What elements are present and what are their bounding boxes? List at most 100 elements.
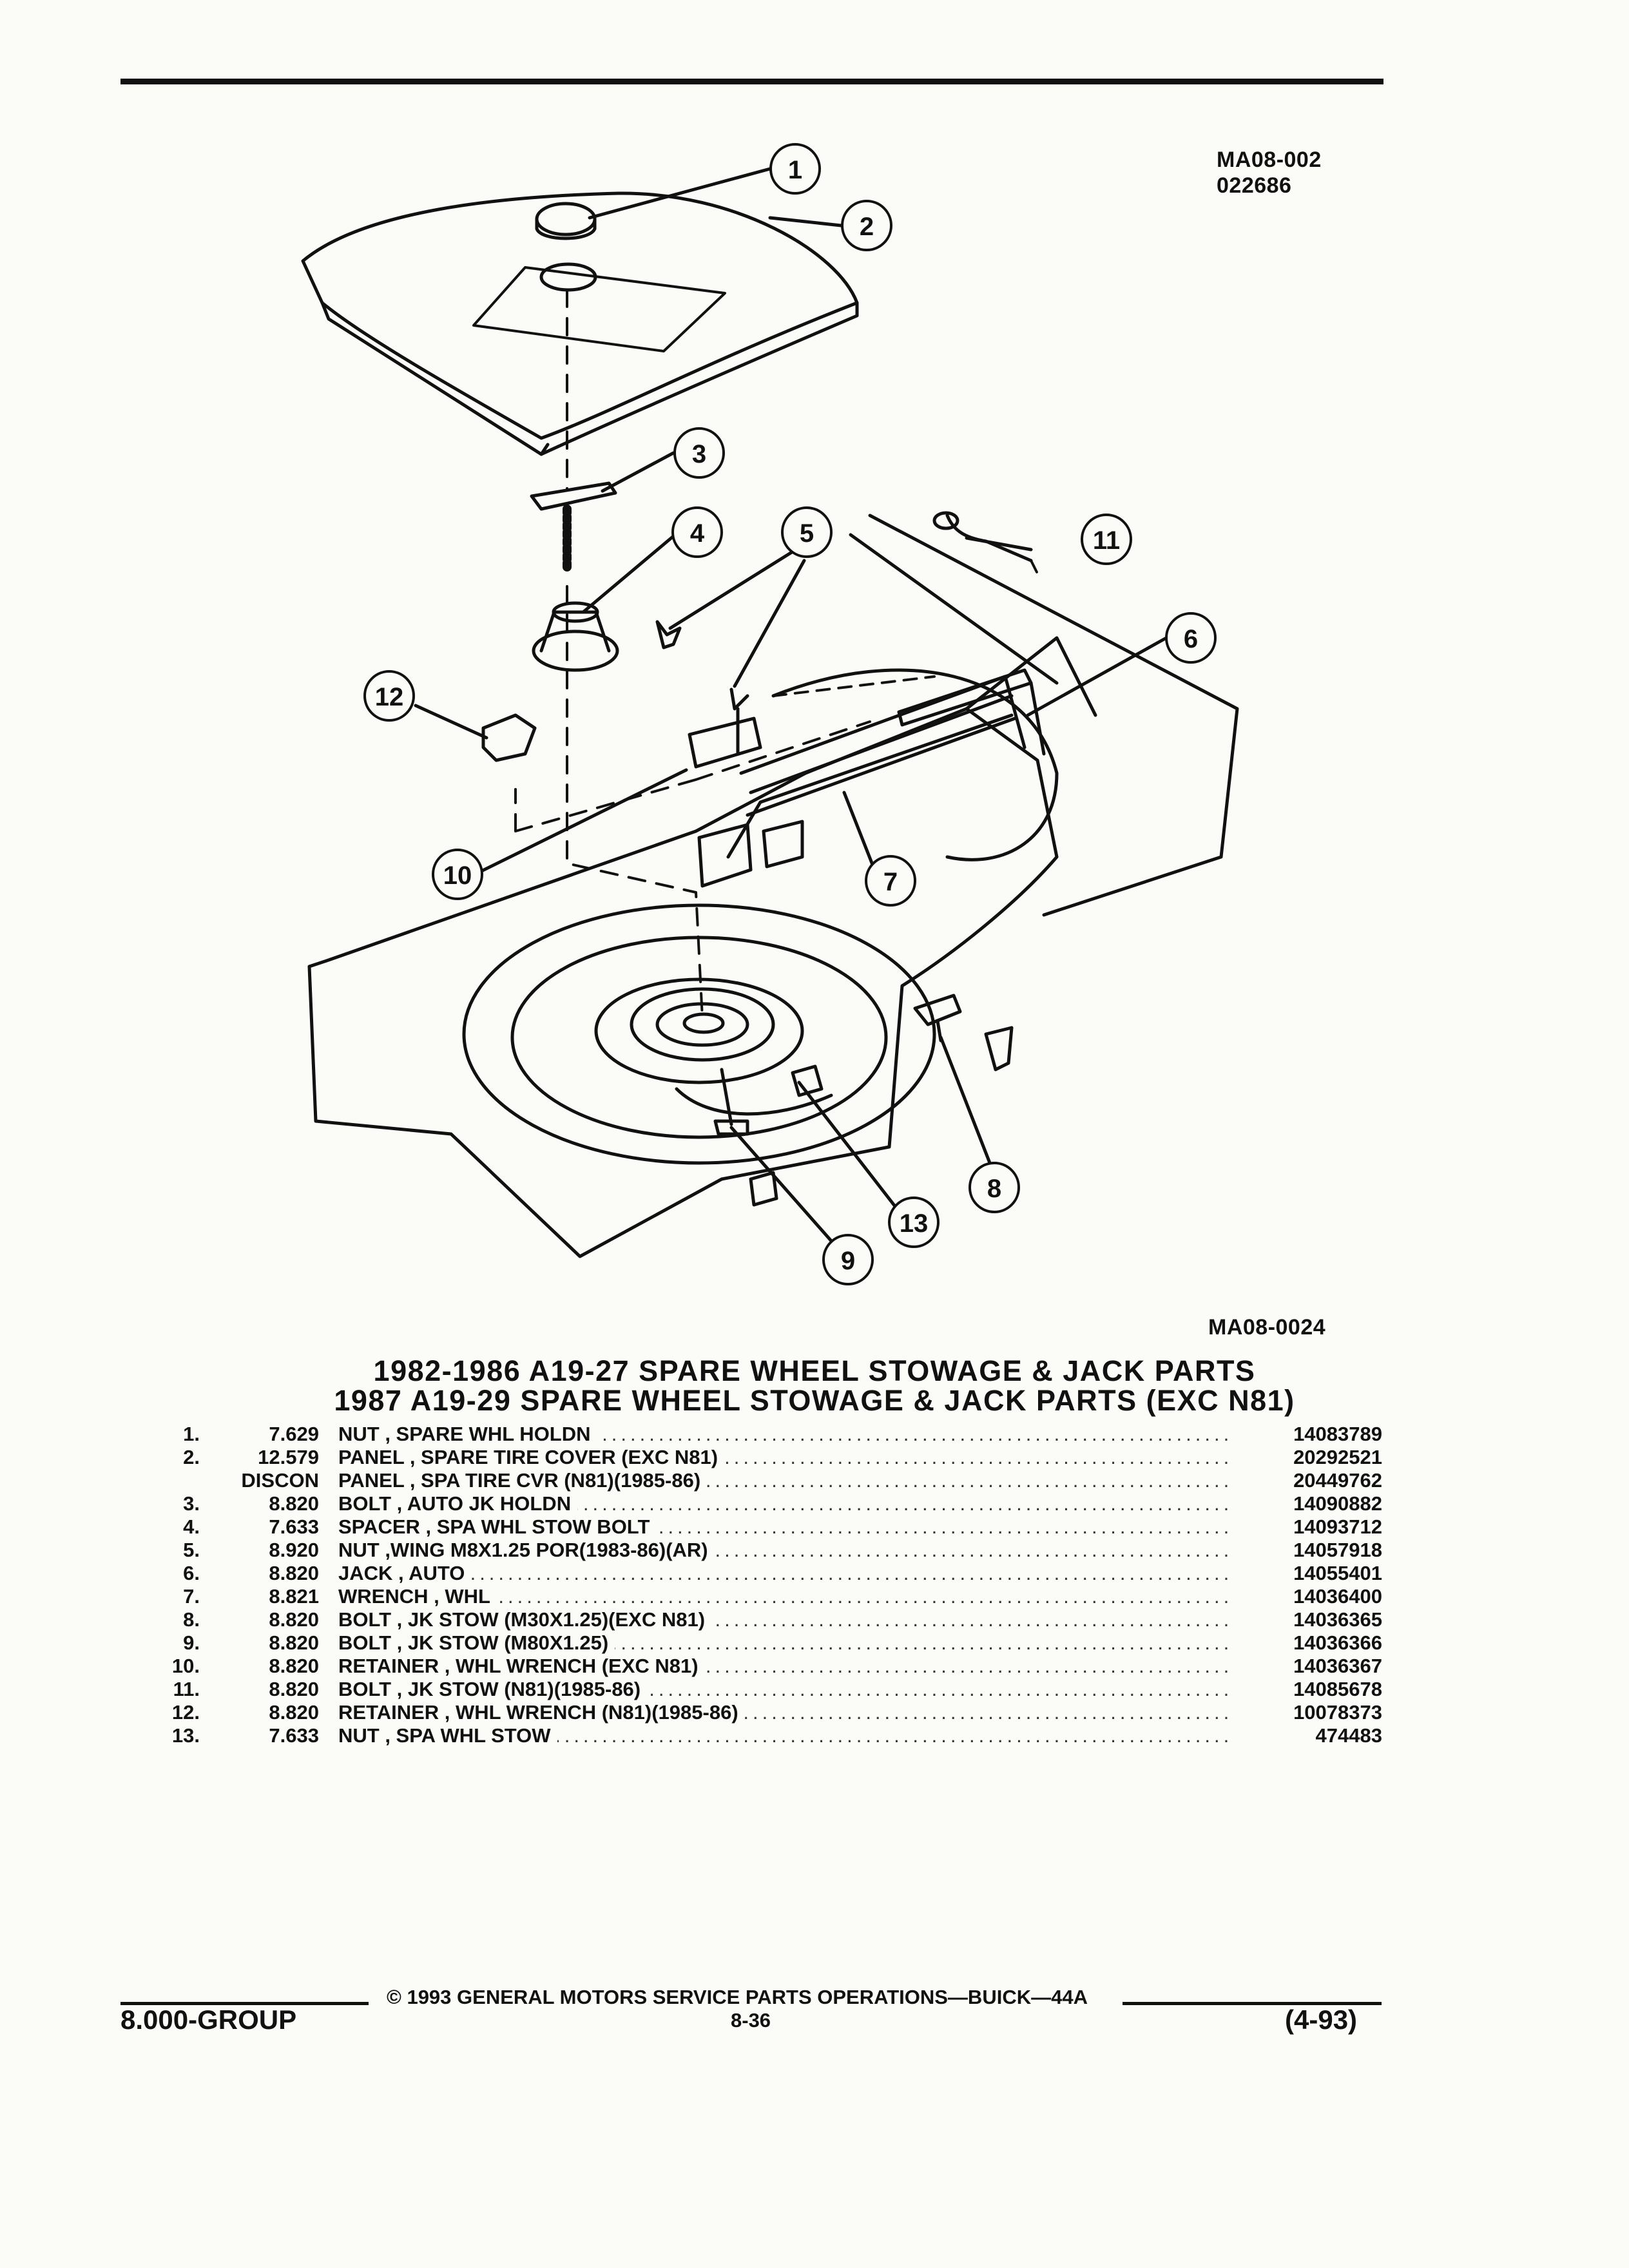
leader-dots: ........................................… <box>338 1562 1228 1584</box>
description-cell: SPACER , SPA WHL STOW BOLT..............… <box>338 1515 1228 1539</box>
svg-text:7: 7 <box>883 868 898 896</box>
parts-row: 11. 8.820 BOLT , JK STOW (N81)(1985-86)...… <box>135 1678 1382 1701</box>
catalog-number: 8.821 <box>269 1585 319 1608</box>
parts-row: 6. 8.820 JACK , AUTO......................… <box>135 1562 1382 1585</box>
part-number: 14055401 <box>1293 1562 1382 1584</box>
part-description: WRENCH , WHL <box>338 1585 497 1608</box>
part-description: NUT ,WING M8X1.25 POR(1983-86)(AR) <box>338 1539 715 1561</box>
item-number: 9. <box>183 1631 200 1654</box>
parts-row: DISCON PANEL , SPA TIRE CVR (N81)(1985-86… <box>135 1469 1382 1492</box>
item-number: 4. <box>183 1515 200 1538</box>
catalog-number: 8.820 <box>269 1701 319 1724</box>
description-cell: BOLT , AUTO JK HOLDN....................… <box>338 1492 1228 1515</box>
callout-13: 13 <box>888 1196 940 1248</box>
trunk-floor <box>307 514 1239 1258</box>
item-number: 5. <box>183 1539 200 1561</box>
revision-date: (4-93) <box>1285 2004 1358 2035</box>
part-description: BOLT , JK STOW (M80X1.25) <box>338 1631 615 1654</box>
figure-date-code: 022686 <box>1217 173 1292 198</box>
description-cell: RETAINER , WHL WRENCH (N81)(1985-86)....… <box>338 1701 1228 1724</box>
parts-row: 12. 8.820 RETAINER , WHL WRENCH (N81)(1985… <box>135 1701 1382 1724</box>
part-description: JACK , AUTO <box>338 1562 472 1584</box>
callout-11: 11 <box>1081 514 1132 565</box>
item-number: 12. <box>171 1701 200 1724</box>
catalog-number: 12.579 <box>258 1446 319 1468</box>
jack-assembly <box>697 668 1046 888</box>
part-number: 14057918 <box>1293 1539 1382 1561</box>
item-number: 13. <box>171 1724 200 1747</box>
part-description: NUT , SPA WHL STOW <box>338 1724 557 1747</box>
callout-10: 10 <box>432 849 483 900</box>
part-number: 14090882 <box>1293 1492 1382 1515</box>
heading-1982-1986: 1982-1986 A19-27 SPARE WHEEL STOWAGE & J… <box>373 1354 1256 1387</box>
catalog-number: 7.629 <box>269 1423 319 1445</box>
part-number: 474483 <box>1315 1724 1382 1747</box>
part-number: 14083789 <box>1293 1423 1382 1445</box>
description-cell: NUT , SPA WHL STOW......................… <box>338 1724 1228 1747</box>
part-description: RETAINER , WHL WRENCH (N81)(1985-86) <box>338 1701 745 1724</box>
description-cell: PANEL , SPA TIRE CVR (N81)(1985-86).....… <box>338 1469 1228 1492</box>
catalog-number: 8.820 <box>269 1562 319 1584</box>
parts-list: 1. 7.629 NUT , SPARE WHL HOLDN............… <box>135 1423 1382 1747</box>
callout-3: 3 <box>673 427 725 479</box>
part-number: 14036400 <box>1293 1585 1382 1608</box>
catalog-number: 8.820 <box>269 1678 319 1700</box>
svg-text:12: 12 <box>375 683 404 711</box>
description-cell: RETAINER , WHL WRENCH (EXC N81).........… <box>338 1655 1228 1678</box>
item-number: 10. <box>171 1655 200 1677</box>
description-cell: NUT , SPARE WHL HOLDN...................… <box>338 1423 1228 1446</box>
catalog-number: DISCON <box>241 1469 319 1492</box>
catalog-number: 8.820 <box>269 1608 319 1631</box>
svg-text:10: 10 <box>443 861 472 890</box>
callout-5: 5 <box>781 506 833 558</box>
catalog-number: 7.633 <box>269 1724 319 1747</box>
tire-cover-panel <box>301 191 859 456</box>
item-number: 1. <box>183 1423 200 1445</box>
figure-reference: MA08-0024 <box>1208 1315 1326 1340</box>
callout-12: 12 <box>363 670 415 722</box>
description-cell: BOLT , JK STOW (M80X1.25)...............… <box>338 1631 1228 1655</box>
heading-1987: 1987 A19-29 SPARE WHEEL STOWAGE & JACK P… <box>334 1384 1295 1417</box>
description-cell: BOLT , JK STOW (N81)(1985-86)...........… <box>338 1678 1228 1701</box>
item-number: 11. <box>173 1678 200 1700</box>
description-cell: BOLT , JK STOW (M30X1.25)(EXC N81)......… <box>338 1608 1228 1631</box>
description-cell: JACK , AUTO.............................… <box>338 1562 1228 1585</box>
svg-text:8: 8 <box>987 1175 1001 1203</box>
svg-text:1: 1 <box>788 156 802 184</box>
part-number: 14036366 <box>1293 1631 1382 1654</box>
figure-code: MA08-002 <box>1217 148 1322 172</box>
callout-7: 7 <box>865 855 916 907</box>
catalog-number: 8.820 <box>269 1655 319 1677</box>
svg-text:11: 11 <box>1093 526 1120 555</box>
part-description: BOLT , JK STOW (N81)(1985-86) <box>338 1678 648 1700</box>
item-number: 7. <box>183 1585 200 1608</box>
footer-group: 8.000-GROUP <box>120 2004 297 2035</box>
page-number: 8-36 <box>731 2009 771 2032</box>
top-rule <box>120 79 1383 84</box>
spacer <box>532 601 619 672</box>
part-number: 14036365 <box>1293 1608 1382 1631</box>
callout-1: 1 <box>769 143 821 195</box>
part-description: NUT , SPARE WHL HOLDN <box>338 1423 597 1445</box>
part-description: PANEL , SPA TIRE CVR (N81)(1985-86) <box>338 1469 708 1492</box>
part-number: 14085678 <box>1293 1678 1382 1700</box>
part-number: 20292521 <box>1293 1446 1382 1468</box>
part-number: 14036367 <box>1293 1655 1382 1677</box>
part-number: 14093712 <box>1293 1515 1382 1538</box>
callout-4: 4 <box>671 506 723 558</box>
svg-text:9: 9 <box>841 1247 855 1275</box>
part-description: BOLT , AUTO JK HOLDN <box>338 1492 578 1515</box>
part-number: 10078373 <box>1293 1701 1382 1724</box>
footer-rule-right <box>1123 2002 1382 2005</box>
description-cell: NUT ,WING M8X1.25 POR(1983-86)(AR)......… <box>338 1539 1228 1562</box>
svg-text:5: 5 <box>800 519 814 548</box>
description-cell: PANEL , SPARE TIRE COVER (EXC N81)......… <box>338 1446 1228 1469</box>
callout-9: 9 <box>822 1234 874 1285</box>
item-number: 6. <box>183 1562 200 1584</box>
parts-row: 1. 7.629 NUT , SPARE WHL HOLDN............… <box>135 1423 1382 1446</box>
footer-copyright: © 1993 GENERAL MOTORS SERVICE PARTS OPER… <box>387 1986 1088 2008</box>
